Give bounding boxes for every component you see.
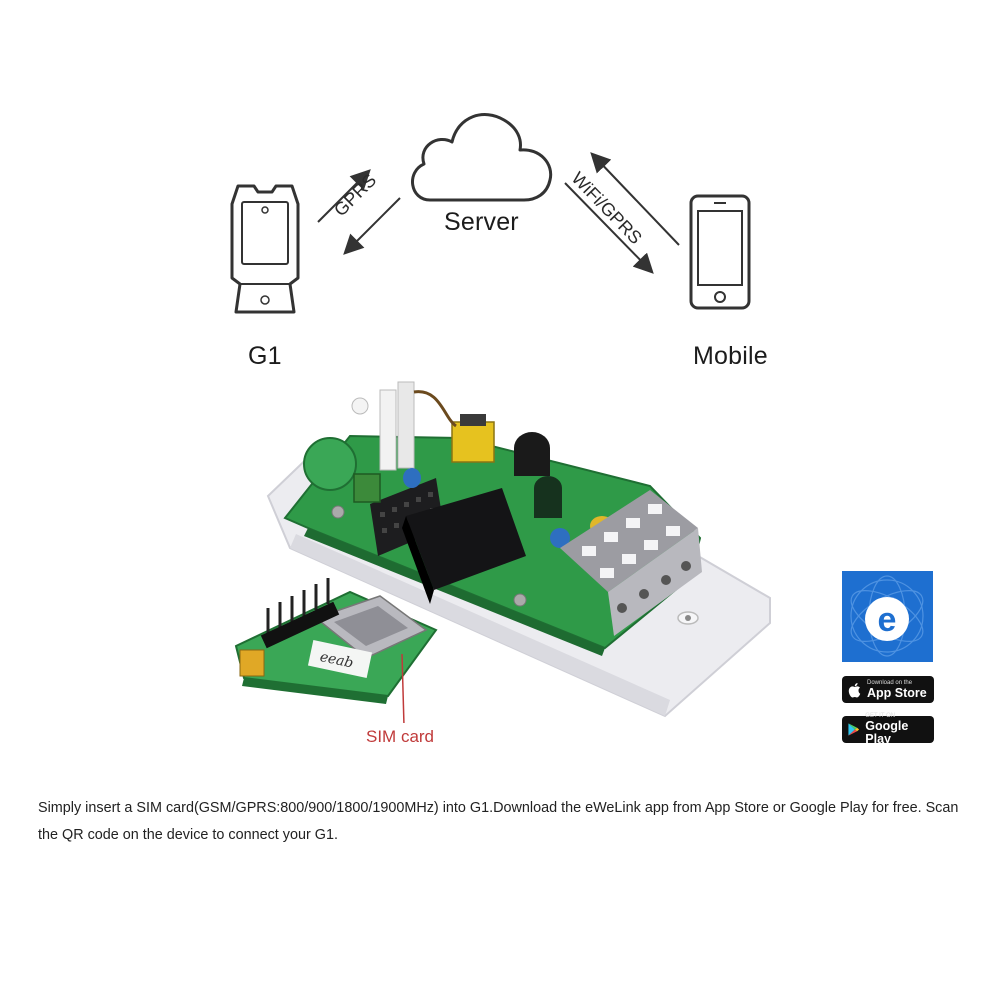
cloud-icon [411,113,553,202]
mobile-phone-icon [689,194,751,310]
app-store-small-text: Download on the [867,679,913,686]
app-store-button[interactable]: Download on the App Store [842,676,934,703]
gprs-arrows-icon [317,169,401,255]
instruction-caption: Simply insert a SIM card(GSM/GPRS:800/90… [38,800,959,843]
server-label: Server [444,208,519,236]
mobile-label: Mobile [693,342,768,370]
ewelink-pattern-icon: e [850,575,924,657]
google-play-button[interactable]: GET IT ON Google Play [842,713,934,746]
g1-device-icon [230,184,300,314]
g1-product-photo: eeab [234,381,771,723]
apple-icon [848,682,861,698]
ewelink-app-icon[interactable]: e [842,571,933,662]
ewelink-letter: e [878,601,897,639]
wifi-gprs-arrows-icon [564,152,680,274]
google-play-icon [848,723,860,736]
app-store-big-text: App Store [867,685,927,700]
module-marking: eeab [318,649,355,672]
sim-card-label: SIM card [366,727,435,746]
g1-label: G1 [248,342,282,370]
google-play-small-text: GET IT ON [865,713,896,719]
google-play-big-text: Google Play [865,719,909,746]
